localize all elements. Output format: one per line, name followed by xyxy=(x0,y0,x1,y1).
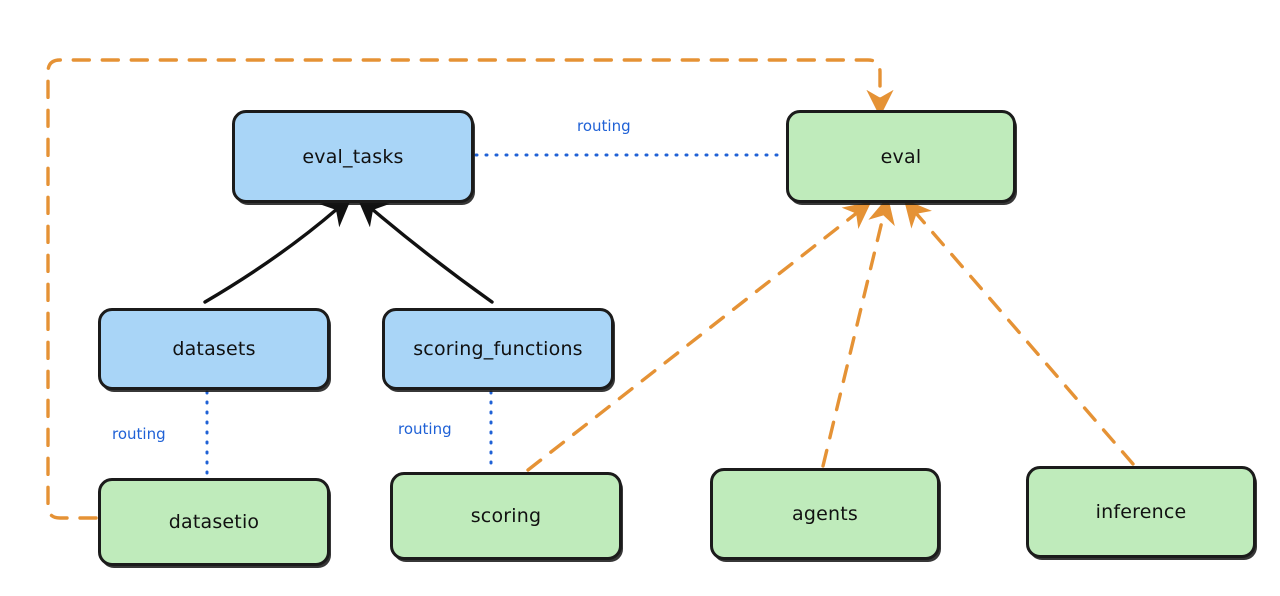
node-agents[interactable]: agents xyxy=(710,468,940,560)
node-eval[interactable]: eval xyxy=(786,110,1016,203)
node-label: eval_tasks xyxy=(302,145,404,168)
edge-inference-to-eval-dependency xyxy=(903,199,1135,466)
node-label: datasets xyxy=(172,338,256,360)
node-label: inference xyxy=(1095,501,1187,523)
node-datasetio[interactable]: datasetio xyxy=(98,478,330,566)
node-label: datasetio xyxy=(168,511,260,533)
edge-agents-to-eval-dependency xyxy=(821,196,895,468)
node-scoring[interactable]: scoring xyxy=(390,472,622,560)
edge-label-routing-eval-tasks-eval: routing xyxy=(577,117,631,135)
node-inference[interactable]: inference xyxy=(1026,466,1256,558)
node-eval-tasks[interactable]: eval_tasks xyxy=(232,110,474,203)
node-scoring-functions[interactable]: scoring_functions xyxy=(382,308,614,390)
node-label: eval xyxy=(880,145,922,168)
node-label: scoring xyxy=(470,505,542,527)
edge-scoring-functions-to-eval-tasks xyxy=(356,195,494,304)
edge-label-routing-datasets-datasetio: routing xyxy=(112,425,166,443)
edge-label-routing-scoring-functions-scoring: routing xyxy=(398,420,452,438)
node-datasets[interactable]: datasets xyxy=(98,308,330,390)
node-label: agents xyxy=(792,503,858,525)
edge-datasets-to-eval-tasks xyxy=(203,195,353,304)
node-label: scoring_functions xyxy=(413,338,583,360)
